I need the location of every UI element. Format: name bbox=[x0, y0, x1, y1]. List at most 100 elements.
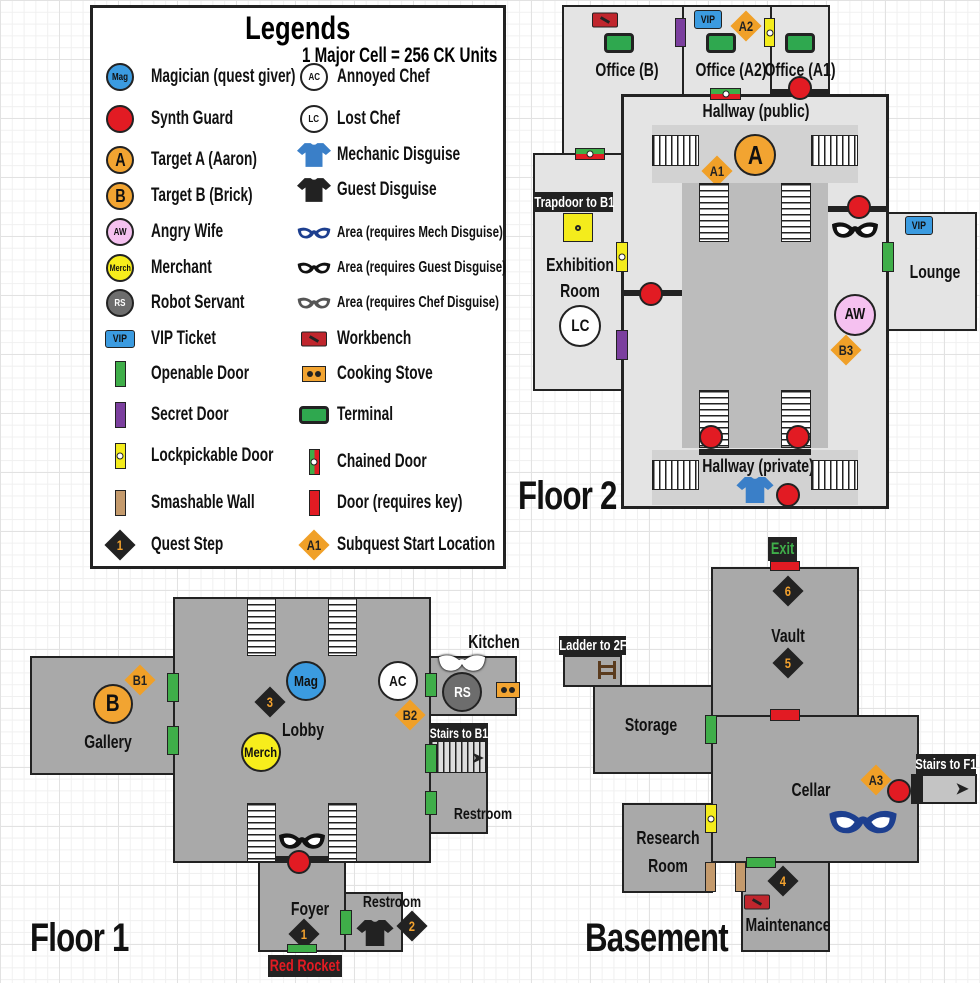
legend-label: Target A (Aaron) bbox=[151, 149, 257, 170]
robot-servant-icon: RS bbox=[442, 672, 482, 712]
room-label-office-a1: Office (A1) bbox=[764, 60, 836, 80]
red-rocket-exit-label: Red Rocket bbox=[268, 955, 342, 977]
room-label-maintenance: Maintenance bbox=[745, 915, 831, 935]
legend-item-secret-door: Secret Door bbox=[103, 400, 259, 430]
entrance-door bbox=[287, 944, 317, 953]
ladder-to-2f-label: Ladder to 2F bbox=[558, 636, 627, 655]
exit-label: Exit bbox=[768, 537, 797, 561]
chained-door bbox=[710, 88, 741, 100]
legend-item-mech-area: Area (requires Mech Disguise) bbox=[297, 218, 567, 248]
room-cellar bbox=[711, 715, 919, 863]
stairs-to-b1 bbox=[430, 741, 487, 773]
workbench-icon bbox=[744, 894, 770, 910]
chef-area-mask-icon bbox=[297, 296, 331, 310]
room-label-research: Research bbox=[636, 828, 700, 848]
ladder-icon bbox=[598, 661, 616, 679]
synth-guard-icon bbox=[776, 483, 800, 507]
smashable-wall-icon bbox=[114, 490, 126, 516]
subquest-start-icon: A1 bbox=[298, 529, 330, 561]
room-label-kitchen: Kitchen bbox=[468, 632, 520, 652]
room-label-vault: Vault bbox=[771, 626, 805, 646]
room-label-cellar: Cellar bbox=[791, 780, 831, 800]
lost-chef-icon: LC bbox=[300, 105, 328, 133]
synth-guard-icon bbox=[639, 282, 663, 306]
legend-label: Merchant bbox=[151, 257, 212, 278]
legend-label: Guest Disguise bbox=[337, 179, 437, 200]
legend-label: Lockpickable Door bbox=[151, 445, 274, 466]
secret-door bbox=[616, 330, 628, 360]
synth-guard-icon bbox=[788, 76, 812, 100]
legend-label: Workbench bbox=[337, 328, 412, 349]
stairs bbox=[781, 183, 811, 242]
stairs bbox=[652, 135, 699, 166]
legend-label: Chained Door bbox=[337, 451, 427, 472]
synth-guard-icon bbox=[887, 779, 911, 803]
smashable-wall bbox=[705, 862, 716, 892]
legend-label: Cooking Stove bbox=[337, 363, 433, 384]
lockpickable-door bbox=[764, 18, 775, 47]
room-label-hallway-private: Hallway (private) bbox=[702, 456, 814, 476]
openable-door bbox=[167, 726, 179, 755]
target-b-icon: B bbox=[106, 182, 134, 210]
room-label-gallery: Gallery bbox=[84, 732, 132, 752]
floor2-title: Floor 2 bbox=[518, 474, 617, 518]
legend-item-synth-guard: Synth Guard bbox=[103, 104, 265, 134]
stairs-to-f1-label: Stairs to F1 bbox=[915, 754, 977, 774]
synth-guard-icon bbox=[847, 195, 871, 219]
merchant-icon: Merch bbox=[241, 732, 281, 772]
openable-door bbox=[425, 673, 437, 697]
room-ladder bbox=[563, 655, 622, 687]
wall-barrier bbox=[699, 449, 811, 455]
trapdoor-lock-icon bbox=[563, 213, 593, 242]
legend-label: Lost Chef bbox=[337, 108, 401, 129]
lost-chef-icon: LC bbox=[559, 305, 601, 347]
stairs bbox=[247, 597, 276, 656]
terminal-icon bbox=[785, 33, 815, 53]
room-label-restroom-east: Restroom bbox=[453, 806, 513, 823]
mech-area-mask-icon bbox=[828, 808, 898, 836]
legend-item-lost-chef: LC Lost Chef bbox=[297, 104, 425, 134]
openable-door bbox=[167, 673, 179, 702]
stairs-to-b1-label: Stairs to B1 bbox=[429, 724, 488, 741]
stairs bbox=[811, 460, 858, 490]
legend-item-cooking-stove: Cooking Stove bbox=[297, 359, 470, 389]
legend-label: Angry Wife bbox=[151, 221, 224, 242]
openable-door bbox=[425, 791, 437, 815]
room-label-office-a2: Office (A2) bbox=[695, 60, 767, 80]
legend-item-angry-wife: AW Angry Wife bbox=[103, 217, 251, 247]
arrow-right-icon: ➤ bbox=[471, 750, 485, 767]
legend-item-guest-area: Area (requires Guest Disguise) bbox=[297, 253, 572, 283]
legend-item-smashable-wall: Smashable Wall bbox=[103, 488, 295, 518]
magician-icon: Mag bbox=[286, 661, 326, 701]
smashable-wall bbox=[735, 862, 746, 892]
stairs bbox=[328, 597, 357, 656]
room-label-lounge: Lounge bbox=[909, 262, 961, 282]
mech-area-mask-icon bbox=[297, 226, 331, 240]
mechanic-disguise-icon bbox=[736, 477, 774, 503]
room-label-hallway-public: Hallway (public) bbox=[702, 101, 810, 121]
legend-item-openable-door: Openable Door bbox=[103, 359, 287, 389]
legend-label: Openable Door bbox=[151, 363, 250, 384]
terminal-icon bbox=[604, 33, 634, 53]
angry-wife-icon: AW bbox=[106, 218, 134, 246]
legend-item-workbench: Workbench bbox=[297, 324, 440, 354]
room-label-research-room: Room bbox=[648, 856, 688, 876]
room-research bbox=[622, 803, 713, 893]
magician-icon: Mag bbox=[106, 63, 134, 91]
legend-label: Quest Step bbox=[151, 534, 224, 555]
workbench-icon bbox=[592, 12, 618, 28]
stairs bbox=[811, 135, 858, 166]
key-door bbox=[770, 709, 800, 721]
room-label-restroom-south: Restroom bbox=[362, 894, 422, 911]
chained-door bbox=[575, 148, 605, 160]
workbench-icon bbox=[301, 331, 327, 347]
legend-item-chained-door: Chained Door bbox=[297, 447, 462, 477]
annoyed-chef-icon: AC bbox=[300, 63, 328, 91]
